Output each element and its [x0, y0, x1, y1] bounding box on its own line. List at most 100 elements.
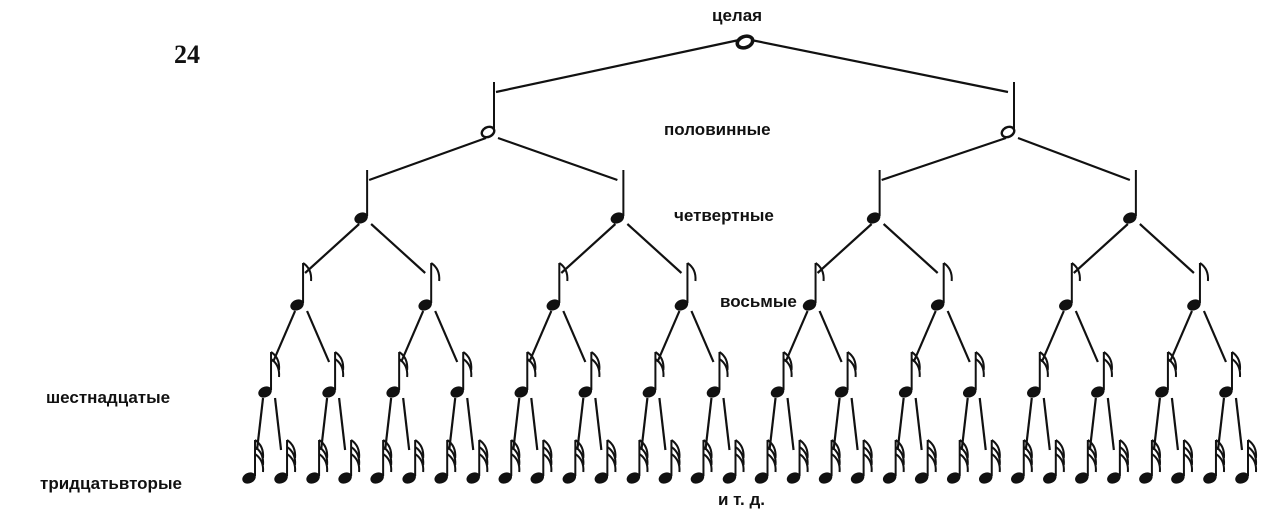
note-flag: [1103, 358, 1113, 378]
note-flag: [975, 358, 985, 378]
note-flag: [702, 453, 713, 473]
note-flag: [1071, 262, 1081, 282]
note-flag: [814, 262, 825, 282]
branch-line: [1234, 397, 1244, 451]
branch-line: [1073, 223, 1129, 274]
branch-line: [658, 397, 667, 451]
note-flag: [1231, 358, 1242, 378]
branch-line: [1042, 397, 1051, 451]
note-flag: [1039, 358, 1049, 378]
branch-line: [722, 397, 731, 451]
branch-line: [1040, 310, 1065, 363]
note-flag: [302, 262, 313, 282]
branch-line: [816, 223, 873, 274]
note-flag: [270, 358, 281, 378]
note-flag: [1167, 358, 1178, 378]
note-flag: [286, 453, 297, 473]
note-flag: [430, 262, 441, 282]
note-flag: [911, 358, 921, 378]
note-flag: [542, 453, 553, 473]
branch-line: [978, 397, 987, 451]
note-flag: [863, 453, 873, 473]
branch-line: [530, 397, 539, 451]
branch-line: [495, 38, 740, 94]
note-flag: [991, 453, 1001, 473]
branch-line: [1106, 397, 1115, 451]
branch-line: [562, 310, 587, 363]
note-flag: [1247, 453, 1258, 473]
note-flag: [847, 358, 857, 378]
note-flag: [959, 453, 969, 473]
branch-line: [914, 397, 923, 451]
branch-line: [818, 310, 843, 363]
note-flag: [350, 453, 361, 473]
note-flag: [943, 262, 953, 282]
note-flag: [830, 453, 841, 473]
branch-line: [750, 38, 1009, 94]
note-flag: [1087, 453, 1097, 473]
branch-line: [1170, 397, 1180, 451]
note-flag: [1199, 262, 1210, 282]
branch-line: [272, 310, 297, 363]
branch-line: [882, 223, 939, 274]
branch-line: [594, 397, 603, 451]
branch-line: [560, 223, 617, 274]
branch-line: [656, 310, 681, 363]
note-flag: [590, 358, 601, 378]
note-flag: [478, 453, 489, 473]
label-quarters: четвертные: [674, 206, 774, 225]
branch-line: [946, 310, 971, 363]
branch-line: [338, 397, 347, 451]
note-flag: [670, 453, 681, 473]
branch-line: [306, 310, 331, 363]
label-halves: половинные: [664, 120, 771, 139]
branch-line: [400, 310, 425, 363]
whole-note: [735, 34, 755, 50]
note-flag: [734, 453, 745, 473]
note-flag: [334, 358, 345, 378]
page-number: 24: [174, 40, 200, 69]
note-flag: [446, 453, 457, 473]
branch-line: [690, 310, 715, 363]
branch-line: [434, 310, 459, 363]
branch-line: [466, 397, 475, 451]
branch-line: [402, 397, 411, 451]
note-flag: [1151, 453, 1161, 473]
footer-etc: и т. д.: [718, 490, 765, 509]
note-flag: [1055, 453, 1065, 473]
note-flag: [654, 358, 665, 378]
note-flag: [927, 453, 937, 473]
branch-line: [304, 223, 360, 274]
branch-line: [881, 136, 1007, 182]
note-flag: [414, 453, 425, 473]
note-flag: [462, 358, 473, 378]
note-flag: [766, 453, 777, 473]
note-flag: [1183, 453, 1194, 473]
note-flag: [510, 453, 521, 473]
branch-line: [1139, 223, 1195, 274]
note-flag: [782, 358, 793, 378]
branch-line: [850, 397, 859, 451]
branch-line: [1017, 136, 1131, 182]
note-flag: [798, 453, 809, 473]
label-sixteenths: шестнадцатые: [46, 388, 171, 407]
branch-line: [1202, 310, 1227, 363]
note-flag: [398, 358, 409, 378]
note-flag: [1023, 453, 1033, 473]
note-flag: [558, 262, 569, 282]
branch-line: [786, 397, 795, 451]
note-flag: [1215, 453, 1226, 473]
branch-line: [626, 223, 683, 274]
note-flag: [526, 358, 537, 378]
note-flag: [718, 358, 729, 378]
branch-line: [370, 223, 426, 274]
note-flag: [574, 453, 585, 473]
branch-line: [784, 310, 809, 363]
branch-line: [1168, 310, 1193, 363]
note-flag: [638, 453, 649, 473]
note-flag: [1119, 453, 1129, 473]
label-eighths: восьмые: [718, 292, 799, 312]
branch-line: [528, 310, 553, 363]
